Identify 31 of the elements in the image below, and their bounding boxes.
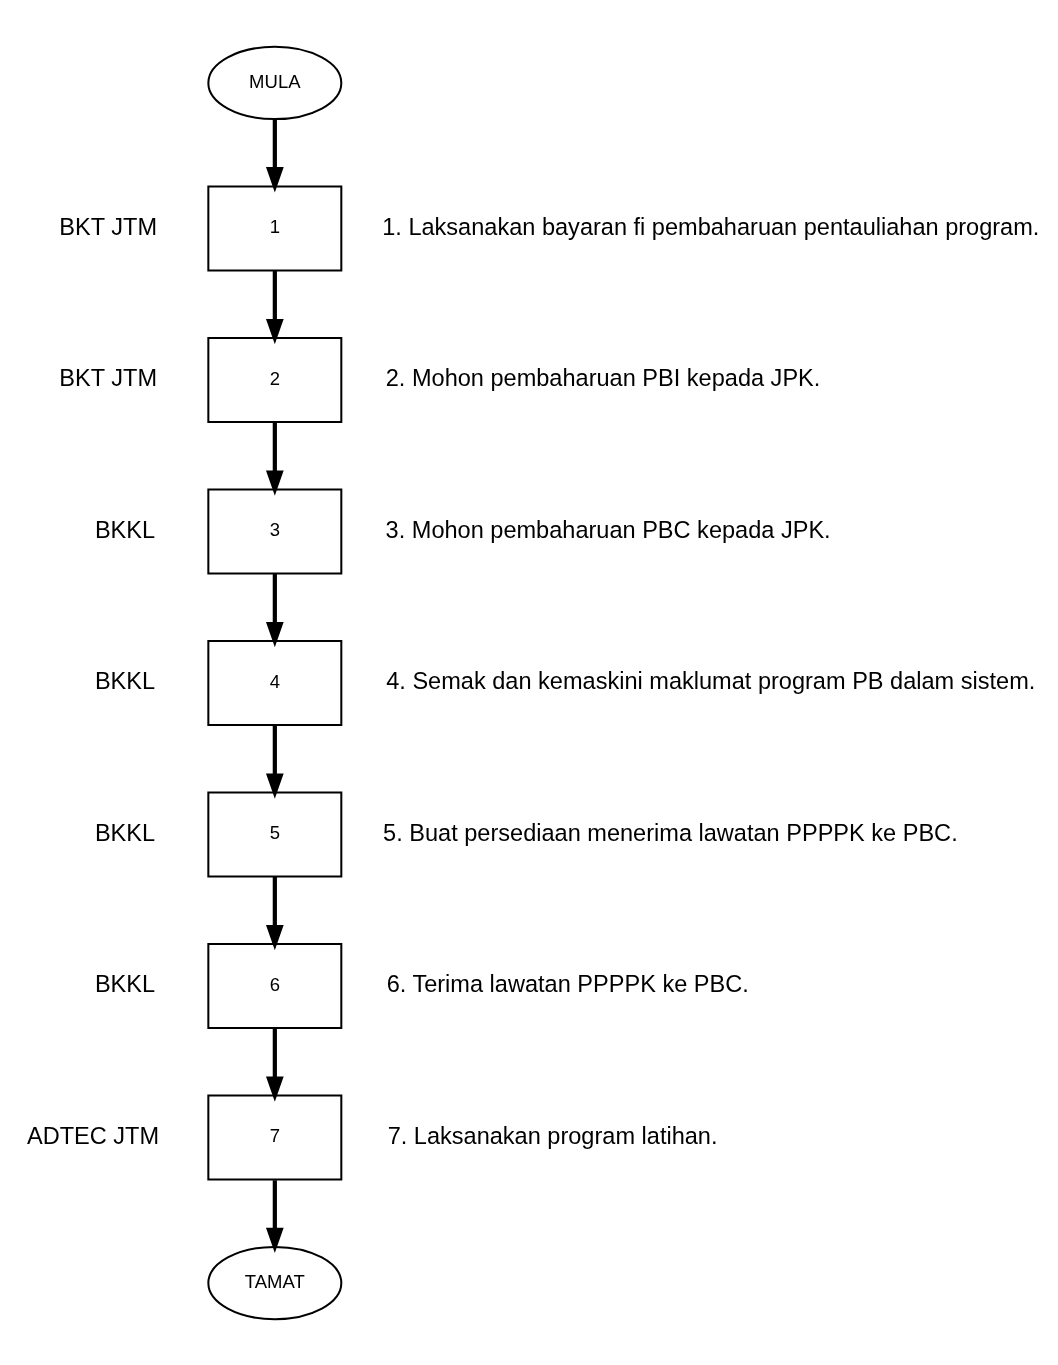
- label: BKKL: [94, 819, 156, 846]
- node-ellipse: TAMAT: [207, 1245, 343, 1320]
- label: BKKL: [94, 516, 156, 543]
- label: 2. Mohon pembaharuan PBI kepada JPK.: [385, 364, 821, 391]
- arrow: [265, 724, 284, 799]
- node-box: 1: [207, 184, 343, 272]
- label: BKT JTM: [59, 213, 158, 240]
- arrow: [265, 1179, 284, 1253]
- node-ellipse: MULA: [207, 45, 343, 120]
- node-box: 5: [207, 790, 343, 878]
- label: ADTEC JTM: [26, 1122, 160, 1149]
- arrow: [265, 119, 284, 192]
- label: 4. Semak dan kemaskini maklumat program PB dalam sistem.: [386, 667, 1036, 694]
- label: BKT JTM: [59, 364, 158, 391]
- label: 6. Terima lawatan PPPPK ke PBC.: [386, 970, 749, 997]
- arrow: [265, 421, 284, 496]
- node-box: 4: [207, 639, 343, 726]
- node-box: 7: [207, 1093, 343, 1181]
- arrow: [265, 270, 284, 344]
- node-box: 6: [207, 942, 343, 1029]
- label: BKKL: [94, 970, 156, 997]
- node-box: 3: [207, 487, 343, 575]
- arrow: [265, 573, 284, 647]
- label: 7. Laksanakan program latihan.: [387, 1122, 718, 1149]
- arrow: [265, 876, 284, 950]
- label: 3. Mohon pembaharuan PBC kepada JPK.: [385, 516, 831, 543]
- label: 1. Laksanakan bayaran fi pembaharuan pentauliahan program.: [382, 213, 1040, 240]
- label: 5. Buat persediaan menerima lawatan PPPPK ke PBC.: [383, 819, 958, 846]
- label: BKKL: [94, 667, 156, 694]
- node-box: 2: [207, 336, 343, 423]
- arrow: [265, 1027, 284, 1102]
